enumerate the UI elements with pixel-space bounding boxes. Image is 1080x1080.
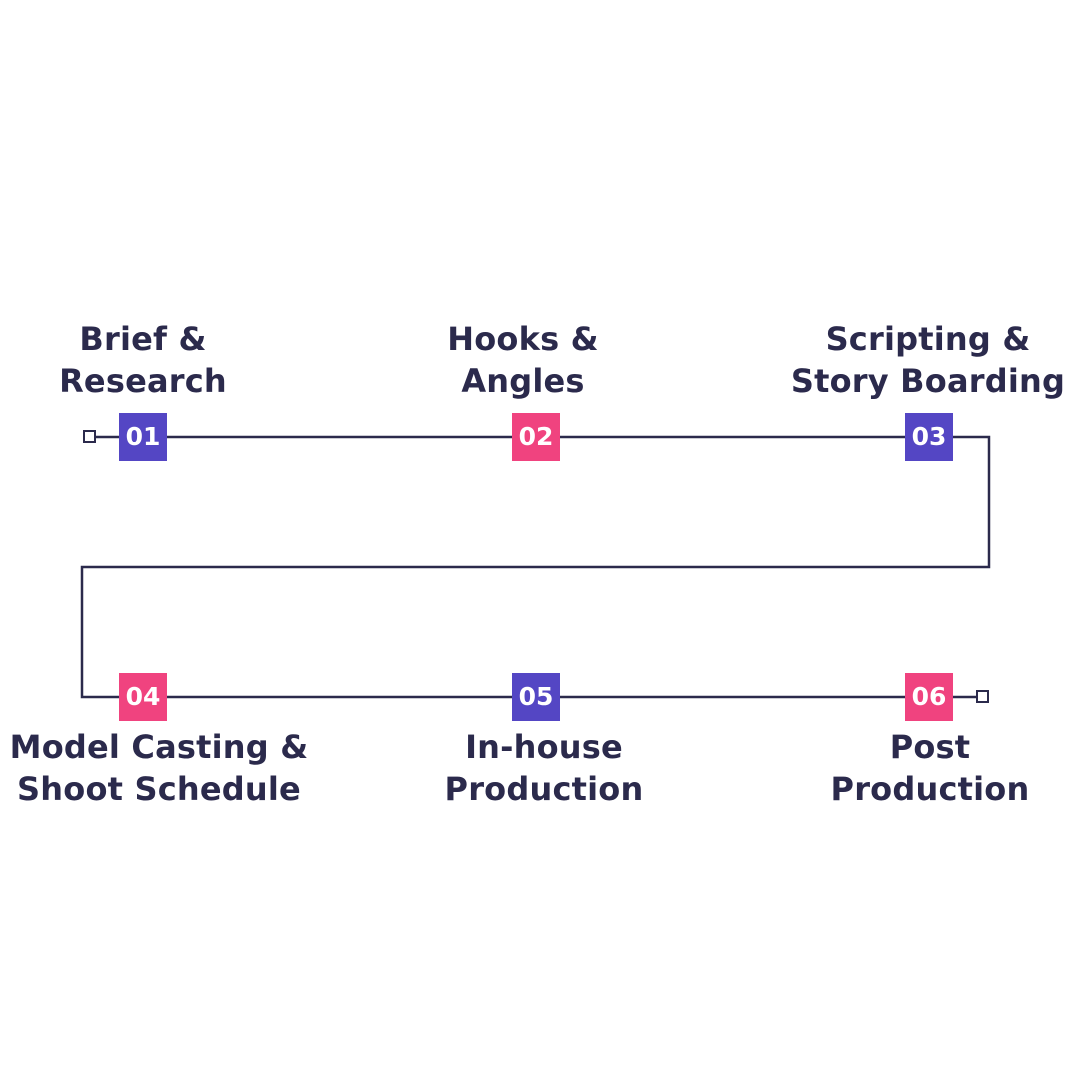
step-2-title-line2: Angles [461,362,585,400]
step-4-title-line1: Model Casting & [9,728,309,766]
step-6-title: Post Production [760,726,1080,810]
step-6-title-line1: Post [889,728,971,766]
step-6-title-line2: Production [830,770,1030,808]
step-5-badge: 05 [512,673,560,721]
step-1-title-line1: Brief & [79,320,207,358]
step-2-badge: 02 [512,413,560,461]
step-4-badge: 04 [119,673,167,721]
step-2-title-line1: Hooks & [447,320,599,358]
flow-path [80,435,991,699]
step-4-title-line2: Shoot Schedule [17,770,301,808]
flow-end-marker [976,690,989,703]
step-3-title-line1: Scripting & [825,320,1031,358]
step-1-title-line2: Research [59,362,227,400]
step-5-title-line1: In-house [465,728,623,766]
step-3-badge: 03 [905,413,953,461]
step-3-title: Scripting & Story Boarding [758,318,1080,402]
step-5-title-line2: Production [444,770,644,808]
step-1-badge: 01 [119,413,167,461]
step-6-badge: 06 [905,673,953,721]
step-2-title: Hooks & Angles [353,318,693,402]
step-3-title-line2: Story Boarding [790,362,1066,400]
step-1-title: Brief & Research [0,318,313,402]
step-5-title: In-house Production [374,726,714,810]
step-4-title: Model Casting & Shoot Schedule [0,726,329,810]
flow-start-marker [83,430,96,443]
